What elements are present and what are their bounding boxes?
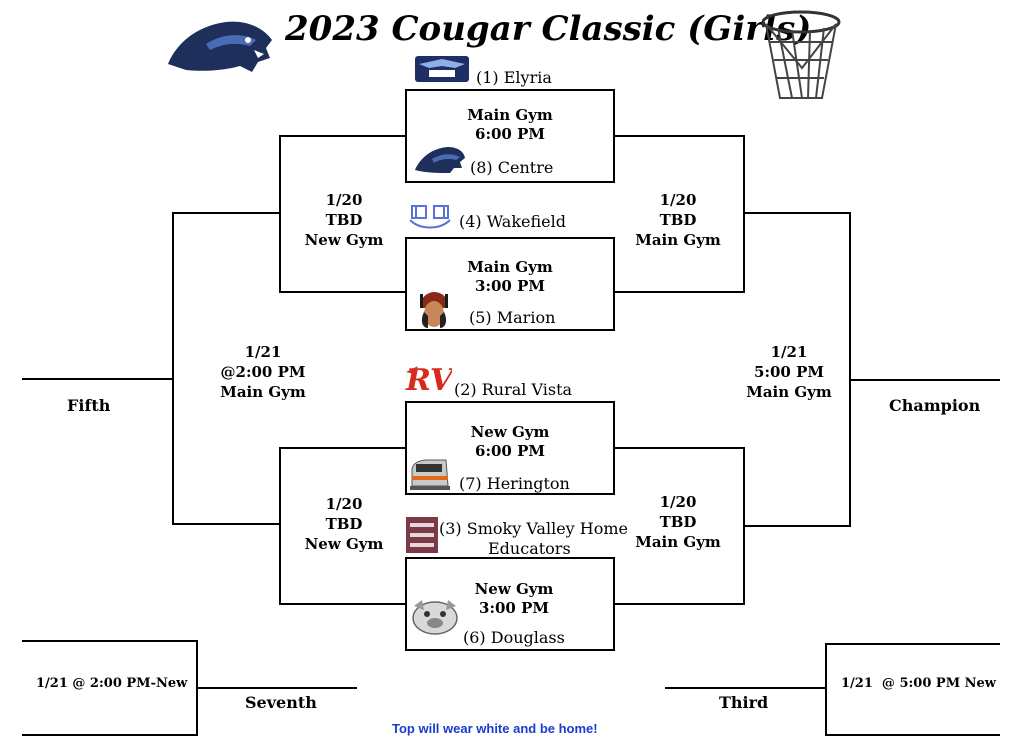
round-right-bottom-time: TBD [659,513,697,531]
round-left-top-date: 1/20 [325,191,363,209]
place-fifth: Fifth [67,396,111,415]
wildcat-logo-icon [414,144,466,174]
train-logo-icon [408,458,450,492]
round-right-top-gym: Main Gym [635,231,721,249]
bulldog-logo-icon [410,596,460,636]
game-1-time: 6:00 PM [475,125,545,143]
game-3-gym: New Gym [470,423,550,441]
team-wakefield: (4) Wakefield [459,212,567,231]
connector-champion [744,212,851,527]
round-champ-time: 5:00 PM [754,363,824,381]
team-rural-vista: (2) Rural Vista [454,380,573,399]
third-box [825,643,1000,736]
wakefield-logo-icon [408,202,452,232]
page-title: 2023 Cougar Classic (Girls) [285,9,812,49]
game-3-info: New Gym 6:00 PM [406,423,614,461]
game-box-2 [405,237,615,331]
connector-fifth [172,212,280,525]
team-centre: (8) Centre [470,158,554,177]
svg-text:RV: RV [405,363,452,398]
round-left-bottom-date: 1/20 [325,495,363,513]
team-herington: (7) Herington [459,474,570,493]
round-champ-date: 1/21 [770,343,808,361]
round-fifth: 1/21 @2:00 PM Main Gym [208,342,318,402]
eagles-logo-icon [415,56,469,82]
round-right-top-date: 1/20 [659,191,697,209]
round-championship: 1/21 5:00 PM Main Gym [734,342,844,402]
connector-left-bottom [279,447,406,605]
game-4-info: New Gym 3:00 PM [410,580,618,618]
basketball-net-icon [758,8,844,104]
round-left-top-time: TBD [325,211,363,229]
cougar-logo-icon [166,14,274,76]
round-right-top: 1/20 TBD Main Gym [628,190,728,250]
round-right-bottom: 1/20 TBD Main Gym [628,492,728,552]
team-smoky-valley: (3) Smoky Valley Home [439,519,629,538]
third-game-info: 1/21 @ 5:00 PM New [841,676,996,691]
game-2-time: 3:00 PM [475,277,545,295]
place-seventh: Seventh [245,693,317,712]
round-fifth-gym: Main Gym [220,383,306,401]
round-left-top-gym: New Gym [304,231,384,249]
rv-logo-icon: RV [404,358,452,398]
round-right-bottom-gym: Main Gym [635,533,721,551]
round-right-bottom-date: 1/20 [659,493,697,511]
team-elyria: (1) Elyria [476,68,552,87]
game-3-time: 6:00 PM [475,442,545,460]
marion-logo-icon [414,290,454,330]
home-team-note: Top will wear white and be home! [392,721,598,736]
team-douglass: (6) Douglass [463,628,565,647]
round-left-bottom: 1/20 TBD New Gym [294,494,394,554]
round-fifth-date: 1/21 [244,343,282,361]
team-marion: (5) Marion [469,308,556,327]
round-champ-gym: Main Gym [746,383,832,401]
place-third: Third [719,693,769,712]
seventh-game-info: 1/21 @ 2:00 PM-New [36,676,188,691]
team-smoky-valley-line2: Educators [488,539,571,558]
game-1-gym: Main Gym [467,106,553,124]
game-4-gym: New Gym [474,580,554,598]
game-4-time: 3:00 PM [479,599,549,617]
svhe-logo-icon [406,517,438,553]
round-left-bottom-time: TBD [325,515,363,533]
round-fifth-time: @2:00 PM [220,363,306,381]
round-left-top: 1/20 TBD New Gym [294,190,394,250]
place-champion: Champion [889,396,981,415]
game-2-gym: Main Gym [467,258,553,276]
game-1-info: Main Gym 6:00 PM [406,106,614,144]
round-right-top-time: TBD [659,211,697,229]
game-2-info: Main Gym 3:00 PM [406,258,614,296]
round-left-bottom-gym: New Gym [304,535,384,553]
